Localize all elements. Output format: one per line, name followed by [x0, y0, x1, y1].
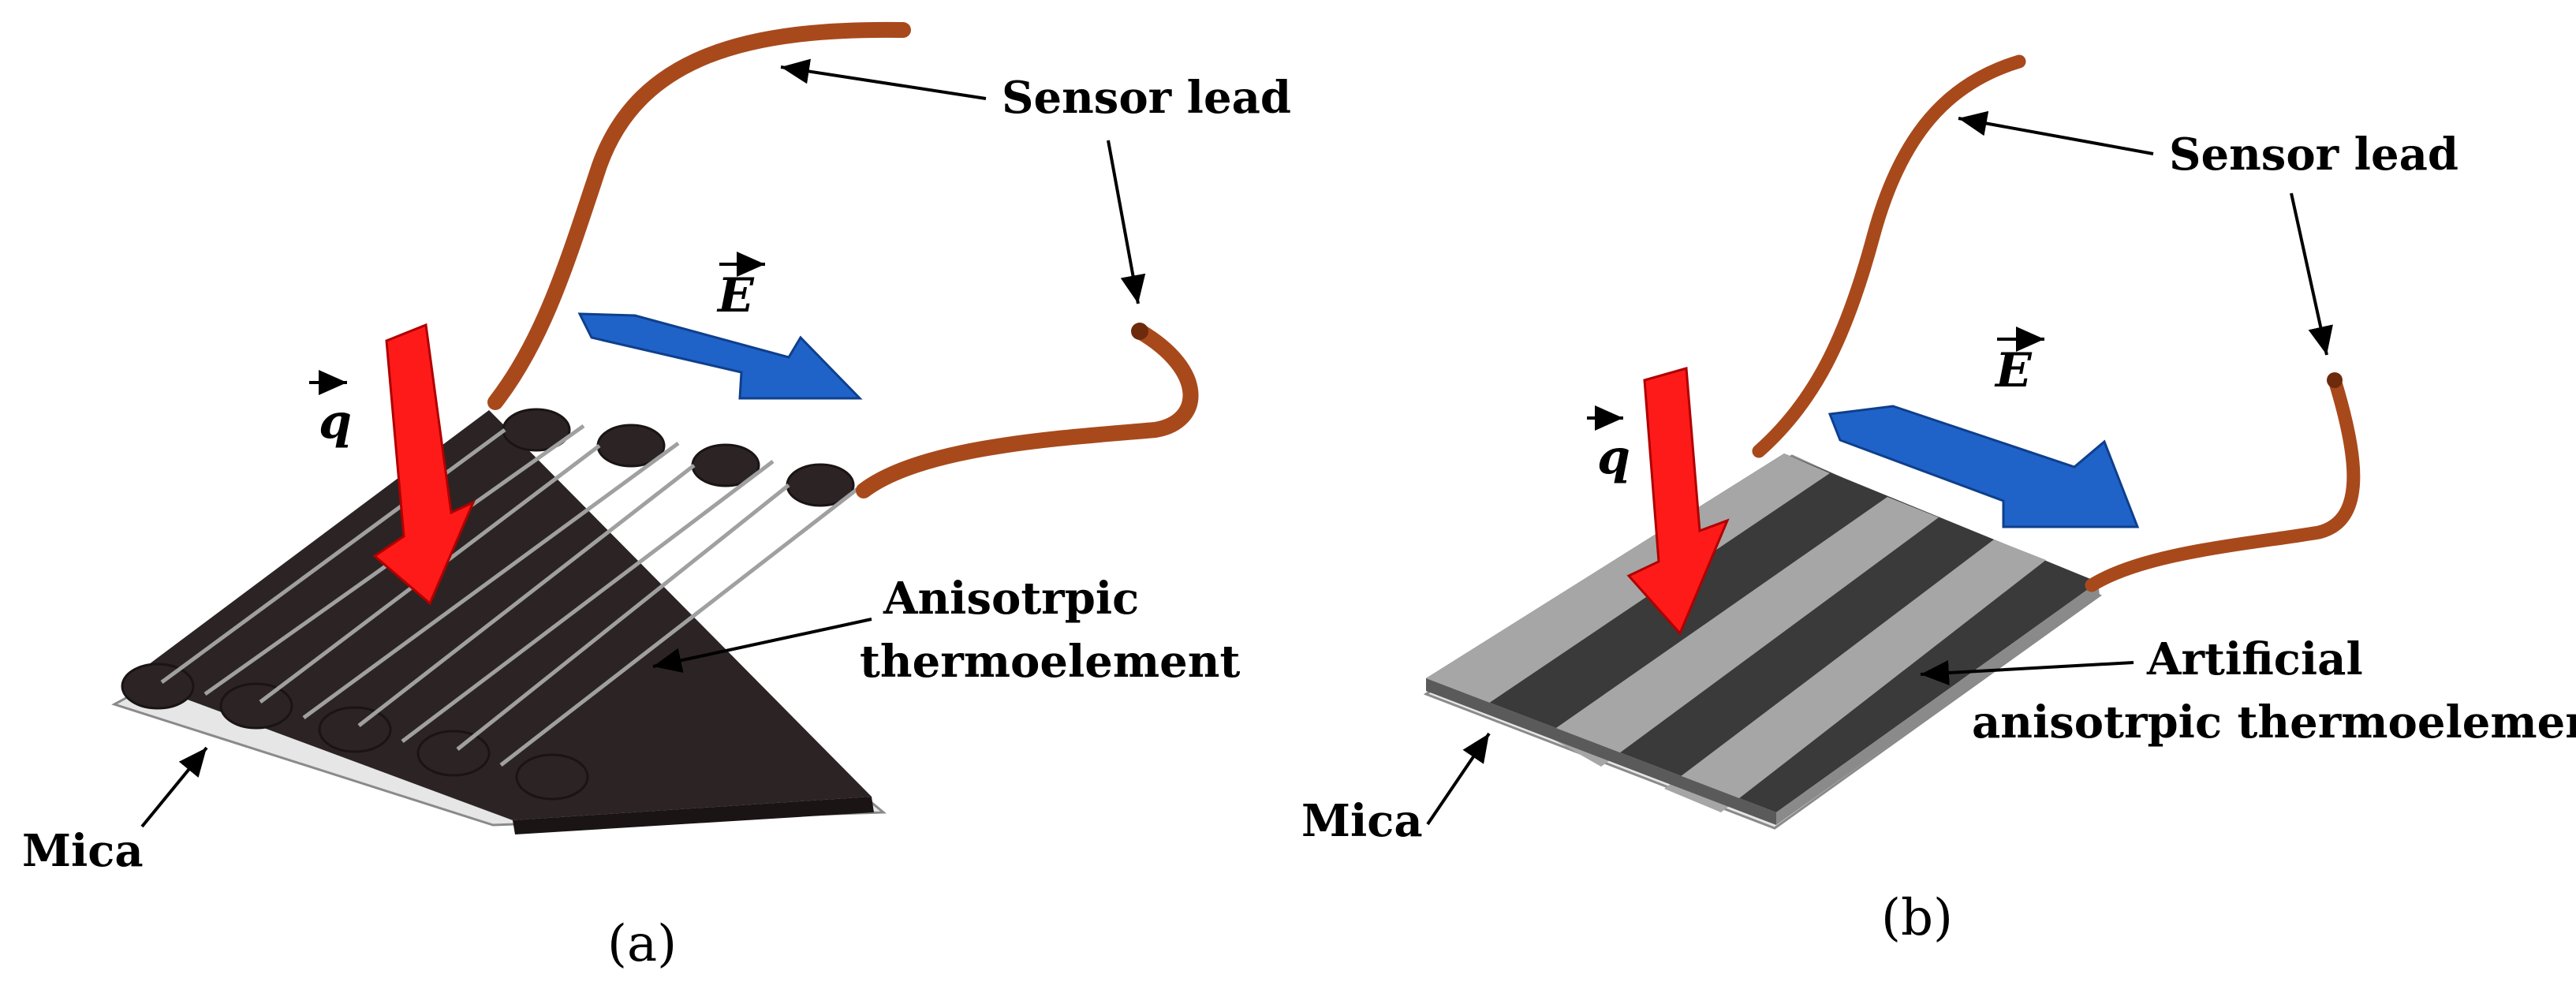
sensor-lead-label-a: Sensor lead	[1002, 72, 1291, 124]
heat-flux-arrow-a	[372, 323, 476, 606]
panel-a: q E Sensor lead Anisotrpic thermoelement…	[22, 21, 1291, 973]
field-label-a: E	[716, 252, 765, 323]
element-label-line2-b: anisotrpic thermoelement	[1972, 696, 2576, 748]
lead-tip-a	[1131, 323, 1148, 340]
caption-a: (a)	[607, 915, 677, 973]
element-label-line2-a: thermoelement	[860, 636, 1240, 688]
q-symbol-b: q	[1597, 430, 1630, 485]
leader-arrows-b	[1426, 110, 2333, 826]
field-label-b: E	[1994, 327, 2044, 398]
mica-label-a: Mica	[22, 825, 144, 877]
electric-field-arrow-a	[577, 312, 863, 400]
element-label-line1-b: Artificial	[2146, 633, 2363, 685]
mica-label-b: Mica	[1301, 795, 1423, 847]
q-symbol-a: q	[319, 394, 352, 450]
panel-b: q E Sensor lead Artificial anisotrpic th…	[1301, 54, 2576, 947]
meander-thermoelement-a	[121, 408, 874, 834]
sensor-lead-left-a	[487, 21, 911, 410]
striped-thermoelement-b	[1426, 454, 2100, 825]
lead-tip-b	[2327, 372, 2343, 388]
heat-flux-arrow-b	[1626, 367, 1730, 636]
caption-b: (b)	[1881, 889, 1953, 947]
sensor-lead-right-b	[2085, 373, 2361, 592]
element-label-line1-a: Anisotrpic	[883, 573, 1139, 625]
sensor-lead-label-b: Sensor lead	[2169, 129, 2458, 181]
electric-field-arrow-b	[1827, 405, 2140, 528]
sensor-lead-left-b	[1752, 54, 2026, 458]
heat-flux-label-a: q	[309, 370, 352, 450]
e-symbol-a: E	[716, 268, 755, 323]
e-symbol-b: E	[1994, 343, 2033, 398]
sensor-lead-right-a	[856, 323, 1199, 498]
heat-flux-label-b: q	[1587, 405, 1630, 485]
leader-arrows-a	[140, 58, 1146, 828]
